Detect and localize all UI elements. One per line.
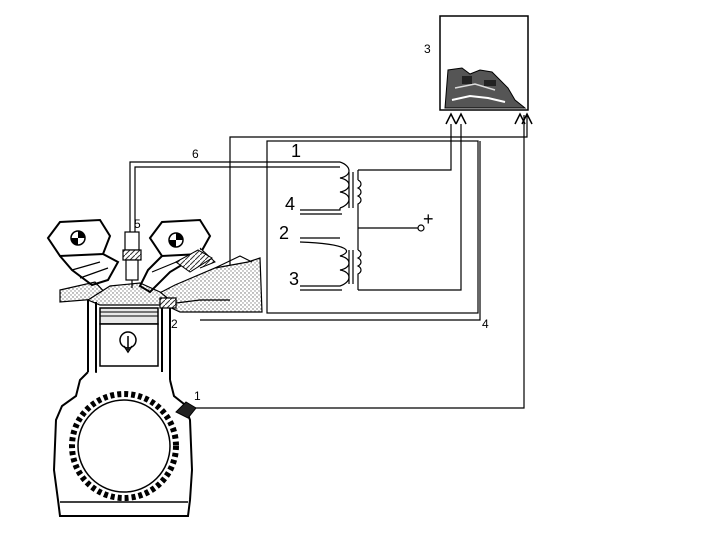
piston: [99, 307, 159, 367]
ecu-terminal-arrows: [445, 112, 533, 125]
ecu-unit: 3: [424, 15, 529, 111]
label-spark-plug: 5: [134, 217, 141, 231]
combustion-chamber: [86, 282, 171, 306]
label-crank-sensor: 1: [194, 389, 201, 403]
spark-plug: [122, 231, 142, 288]
knock-sensor: [159, 297, 230, 309]
label-coil-pin-1: 1: [291, 141, 301, 161]
cylinder: [87, 300, 171, 382]
crank-sensor: [175, 401, 197, 419]
label-wire-4: 4: [482, 317, 489, 331]
label-knock-sensor: 2: [171, 317, 178, 331]
camshaft-left: [46, 218, 120, 287]
label-plus: +: [423, 209, 434, 229]
label-coil-pin-2: 2: [279, 223, 289, 243]
crankshaft-gear: [69, 391, 179, 501]
ecu-label: 3: [424, 42, 431, 56]
ignition-coil-lower: [299, 237, 362, 291]
label-coil-pin-4: 4: [285, 194, 295, 214]
ignition-coil-upper: [300, 161, 362, 250]
camshaft-right: [138, 218, 216, 294]
label-coil-pin-3: 3: [289, 269, 299, 289]
wiring: [129, 115, 528, 409]
label-wire-6: 6: [192, 147, 199, 161]
